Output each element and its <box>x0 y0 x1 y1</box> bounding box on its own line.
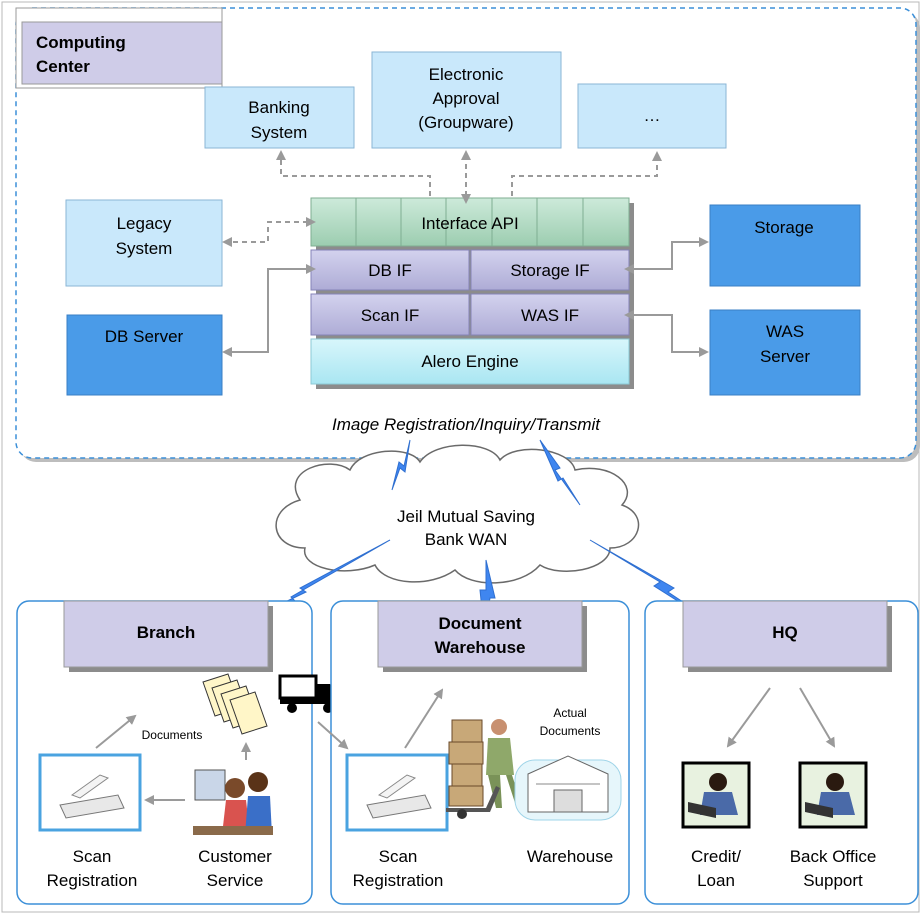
legacy-system: Legacy System <box>65 199 223 287</box>
svg-text:DB Server: DB Server <box>105 327 184 346</box>
svg-text:Documents: Documents <box>540 724 601 738</box>
svg-text:Storage IF: Storage IF <box>510 261 589 280</box>
db-server: DB Server <box>66 314 223 396</box>
svg-text:Actual: Actual <box>553 706 586 720</box>
interface-stack: Interface API DB IF Storage IF Scan IF W… <box>310 197 634 389</box>
svg-text:Customer: Customer <box>198 847 272 866</box>
svg-text:Scan: Scan <box>73 847 112 866</box>
warehouse-title-box <box>377 600 583 668</box>
svg-text:Service: Service <box>207 871 264 890</box>
warehouse-panel: Document Warehouse Scan Registration Act… <box>330 600 630 905</box>
alero-engine: Alero Engine <box>310 338 630 385</box>
storage: Storage <box>709 204 861 287</box>
credit-loan-worker-icon <box>681 761 751 829</box>
branch-title-box <box>63 600 269 668</box>
svg-text:System: System <box>116 239 173 258</box>
svg-text:(Groupware): (Groupware) <box>418 113 513 132</box>
mover-with-boxes-icon <box>446 719 522 819</box>
svg-text:Alero Engine: Alero Engine <box>421 352 518 371</box>
svg-text:Storage: Storage <box>754 218 814 237</box>
svg-text:WAS: WAS <box>766 322 804 341</box>
warehouse-building-icon <box>514 755 622 821</box>
svg-text:Approval: Approval <box>432 89 499 108</box>
svg-text:Electronic: Electronic <box>429 65 504 84</box>
svg-text:Support: Support <box>803 871 863 890</box>
was-if: WAS IF <box>470 293 630 336</box>
svg-text:Scan: Scan <box>379 847 418 866</box>
svg-text:Loan: Loan <box>697 871 735 890</box>
storage-if: Storage IF <box>470 249 630 291</box>
documents-icon <box>202 673 268 735</box>
hq-title-box <box>682 600 888 668</box>
scan-if: Scan IF <box>310 293 470 336</box>
svg-text:Scan IF: Scan IF <box>361 306 420 325</box>
svg-text:Warehouse: Warehouse <box>434 638 525 657</box>
computing-center-title-box <box>21 21 223 85</box>
wan-cloud: Jeil Mutual Saving Bank WAN <box>275 444 640 584</box>
truck-icon <box>278 674 338 713</box>
svg-text:System: System <box>251 123 308 142</box>
flow-arrows <box>95 687 836 805</box>
svg-text:Jeil Mutual Saving: Jeil Mutual Saving <box>397 507 535 526</box>
svg-text:Documents: Documents <box>142 728 203 742</box>
svg-text:Legacy: Legacy <box>117 214 172 233</box>
system-connectors <box>222 150 709 357</box>
back-office-worker-icon <box>798 761 868 829</box>
electronic-approval: Electronic Approval (Groupware) <box>371 51 562 149</box>
svg-text:Registration: Registration <box>47 871 138 890</box>
computing-center-caption: Image Registration/Inquiry/Transmit <box>332 415 601 434</box>
svg-text:Interface API: Interface API <box>421 214 518 233</box>
was-server: WAS Server <box>709 309 861 396</box>
svg-text:Bank WAN: Bank WAN <box>425 530 508 549</box>
warehouse-title: Document <box>438 614 521 633</box>
computing-center-title: Computing <box>36 33 126 52</box>
svg-text:Warehouse: Warehouse <box>527 847 613 866</box>
hq-title: HQ <box>772 623 798 642</box>
svg-text:Credit/: Credit/ <box>691 847 741 866</box>
svg-text:…: … <box>644 106 661 125</box>
scanner-icon <box>38 753 142 832</box>
branch-title: Branch <box>137 623 196 642</box>
svg-text:WAS IF: WAS IF <box>521 306 579 325</box>
computing-center-title-2: Center <box>36 57 90 76</box>
svg-text:Banking: Banking <box>248 98 309 117</box>
scanner-icon <box>345 753 449 832</box>
branch-panel: Branch Scan Registration Customer Servic… <box>16 600 313 905</box>
svg-text:Registration: Registration <box>353 871 444 890</box>
svg-text:Back Office: Back Office <box>790 847 877 866</box>
svg-text:Server: Server <box>760 347 810 366</box>
svg-text:DB IF: DB IF <box>368 261 411 280</box>
customer-service-icon <box>193 765 273 835</box>
db-if: DB IF <box>310 249 470 291</box>
banking-system: Banking System <box>204 86 355 149</box>
hq-panel: HQ Credit/ Loan Back Office Support <box>644 600 919 905</box>
interface-api: Interface API <box>310 197 630 247</box>
more-systems: … <box>577 83 727 149</box>
